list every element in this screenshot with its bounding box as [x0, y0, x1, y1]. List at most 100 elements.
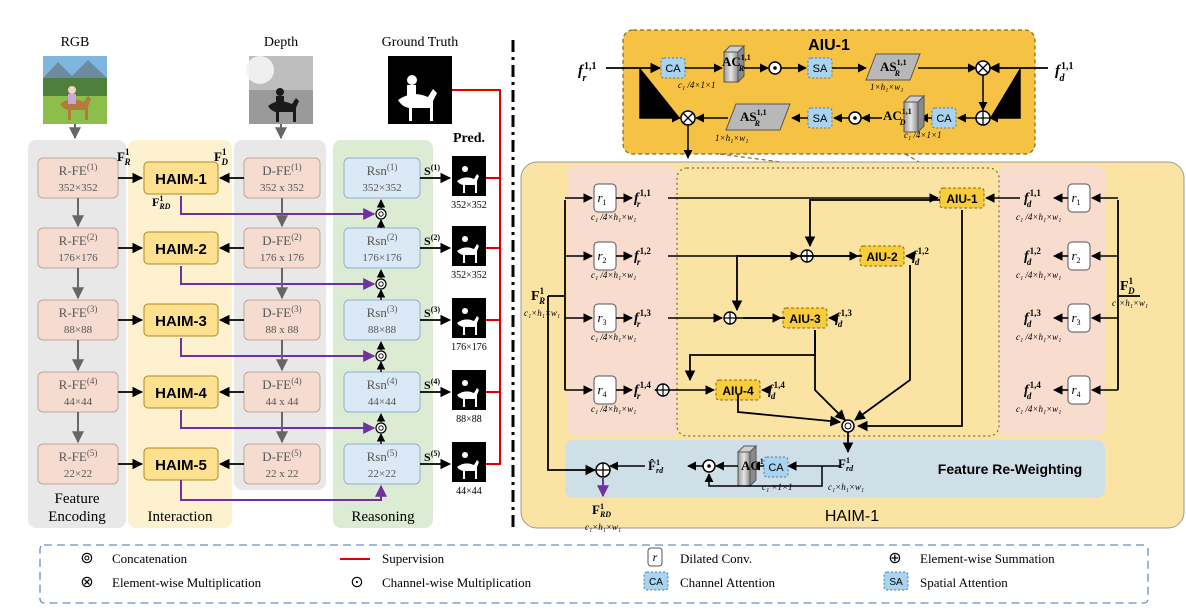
legend-label-7: Channel Attention	[680, 575, 775, 590]
ac-cube-frw	[736, 444, 758, 488]
r-fe-size-4: 44×44	[64, 396, 93, 408]
depth-title: Depth	[264, 35, 298, 50]
d-fe-size-4: 44 x 44	[266, 396, 300, 408]
pred-size-2: 352×352	[451, 270, 487, 281]
rsn-size-1: 352×352	[362, 182, 401, 194]
frw-label: Feature Re-Weighting	[938, 461, 1082, 477]
r-fe-size-1: 352×352	[58, 182, 97, 194]
rsn-size-3: 88×88	[368, 324, 397, 336]
fr-dim-3: c₁ /4×h₁×w₁	[591, 332, 636, 342]
prediction-image-3	[452, 298, 486, 338]
fr-dim-2: c₁ /4×h₁×w₁	[591, 270, 636, 280]
ac-d-cube	[902, 94, 926, 134]
dilated-conv-right-label-1: r1	[1071, 190, 1080, 207]
legend-label-6: Channel-wise Multiplication	[382, 575, 532, 590]
as-d-block	[725, 103, 791, 131]
fd-dim-3: c₁ /4×h₁×w₁	[1016, 332, 1061, 342]
dilated-conv-left-label-3: r3	[597, 310, 606, 327]
concat-node-3	[375, 350, 387, 362]
pred-size-3: 176×176	[451, 342, 487, 353]
haim-block-2	[143, 231, 219, 265]
r-fe-size-3: 88×88	[64, 324, 93, 336]
d-fe-size-1: 352 x 352	[260, 182, 304, 194]
haim-label-3: HAIM-3	[155, 313, 207, 330]
pred-size-5: 44×44	[456, 486, 482, 497]
haim-label-4: HAIM-4	[155, 385, 207, 402]
aiu-cascade-region	[676, 167, 1000, 437]
haim-block-4	[143, 375, 219, 409]
pink-column-right	[997, 166, 1105, 436]
aiu-label-4: AIU-4	[722, 384, 754, 398]
haim1-fr-dim: c₁×h₁×w₁	[524, 308, 560, 318]
legend-symbol-7: CA	[649, 577, 663, 588]
legend-item-2: Supervision	[340, 551, 445, 566]
sa-dim-top: 1×h₁×w₁	[870, 82, 903, 92]
r-fe-size-2: 176×176	[58, 252, 98, 264]
ca-block-frw	[763, 456, 789, 478]
legend-symbol-6: ⊙	[350, 574, 363, 591]
legend-item-5: ⊗Element-wise Multiplication	[80, 574, 261, 591]
depth-image	[246, 56, 313, 124]
haim1-title: HAIM-1	[825, 508, 879, 525]
dilated-conv-right-label-2: r2	[1071, 248, 1080, 265]
fd-dim-2: c₁ /4×h₁×w₁	[1016, 270, 1061, 280]
legend-label-5: Element-wise Multiplication	[112, 575, 262, 590]
concat-node-4	[375, 422, 387, 434]
encoding-label-line1: Feature	[55, 491, 100, 507]
fr-dim-1: c₁ /4×h₁×w₁	[591, 212, 636, 222]
ac-frw-label: AC1	[741, 457, 764, 473]
rsn-size-5: 22×22	[368, 468, 396, 480]
as-r-block	[865, 53, 921, 81]
haim1-fd-dim: c₁×h₁×w₁	[1112, 298, 1148, 308]
channel-attention-swatch	[643, 571, 669, 591]
rsn-size-2: 176×176	[362, 252, 402, 264]
pink-column-left	[567, 166, 677, 436]
ground-truth-image	[388, 56, 452, 124]
pred-title: Pred.	[453, 131, 485, 146]
rgb-image	[43, 56, 107, 124]
dilated-conv-left-label-2: r2	[597, 248, 606, 265]
haim-label-5: HAIM-5	[155, 457, 207, 474]
rsn-size-4: 44×44	[368, 396, 397, 408]
prediction-image-2	[452, 226, 486, 266]
aiu-label-1: AIU-1	[946, 192, 978, 206]
interaction-label: Interaction	[148, 509, 213, 525]
legend-symbol-3: r	[653, 550, 658, 564]
vertical-arrows	[69, 124, 288, 444]
concat-node-1	[375, 208, 387, 220]
sa-dim-bottom: 1×h₁×w₁	[715, 133, 748, 143]
aiu-label-3: AIU-3	[789, 312, 821, 326]
pred-size-4: 88×88	[456, 414, 482, 425]
d-fe-size-5: 22 x 22	[266, 468, 299, 480]
fd-dim-1: c₁ /4×h₁×w₁	[1016, 212, 1061, 222]
dilated-conv-right-label-3: r3	[1071, 310, 1080, 327]
aiu-block-1	[939, 187, 985, 209]
dilated-conv-right-label-4: r4	[1071, 382, 1080, 399]
haim-block-1	[143, 161, 219, 195]
d-fe-size-2: 176 x 176	[260, 252, 305, 264]
legend-item-6: ⊙ Channel-wise Multiplication	[350, 574, 531, 591]
legend-symbol-1: ⊚	[80, 550, 93, 567]
haim-block-3	[143, 303, 219, 337]
aiu-label-2: AIU-2	[866, 250, 898, 264]
